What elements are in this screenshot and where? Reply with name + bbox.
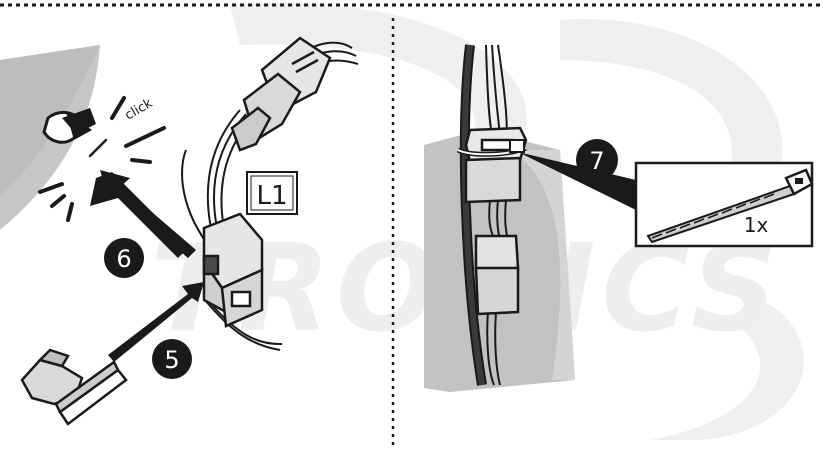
connector-label: L1 <box>256 181 287 211</box>
step-7-badge: 7 <box>576 139 618 181</box>
left-panel: click 6 5 <box>0 36 359 426</box>
step-5-badge: 5 <box>152 339 192 379</box>
zip-tie-installed <box>456 139 527 157</box>
lower-connector <box>202 212 264 328</box>
zip-tie-icon <box>646 168 814 244</box>
step-6-number: 6 <box>116 245 131 273</box>
push-hand-icon <box>42 108 96 144</box>
zip-tie-callout: 1x <box>634 161 814 248</box>
callout-pointer <box>518 152 636 210</box>
quantity-label: 1x <box>744 213 769 237</box>
click-label: click <box>123 96 156 124</box>
right-panel: 7 1x <box>424 44 814 392</box>
step-7-number: 7 <box>589 147 604 175</box>
arrow-step-5 <box>108 282 204 362</box>
step-6-badge: 6 <box>104 238 144 278</box>
step-5-number: 5 <box>164 346 179 374</box>
upper-connector <box>230 36 332 152</box>
connector-label-box: L1 <box>246 171 298 215</box>
click-burst <box>38 96 166 222</box>
tool-icon <box>20 348 128 426</box>
